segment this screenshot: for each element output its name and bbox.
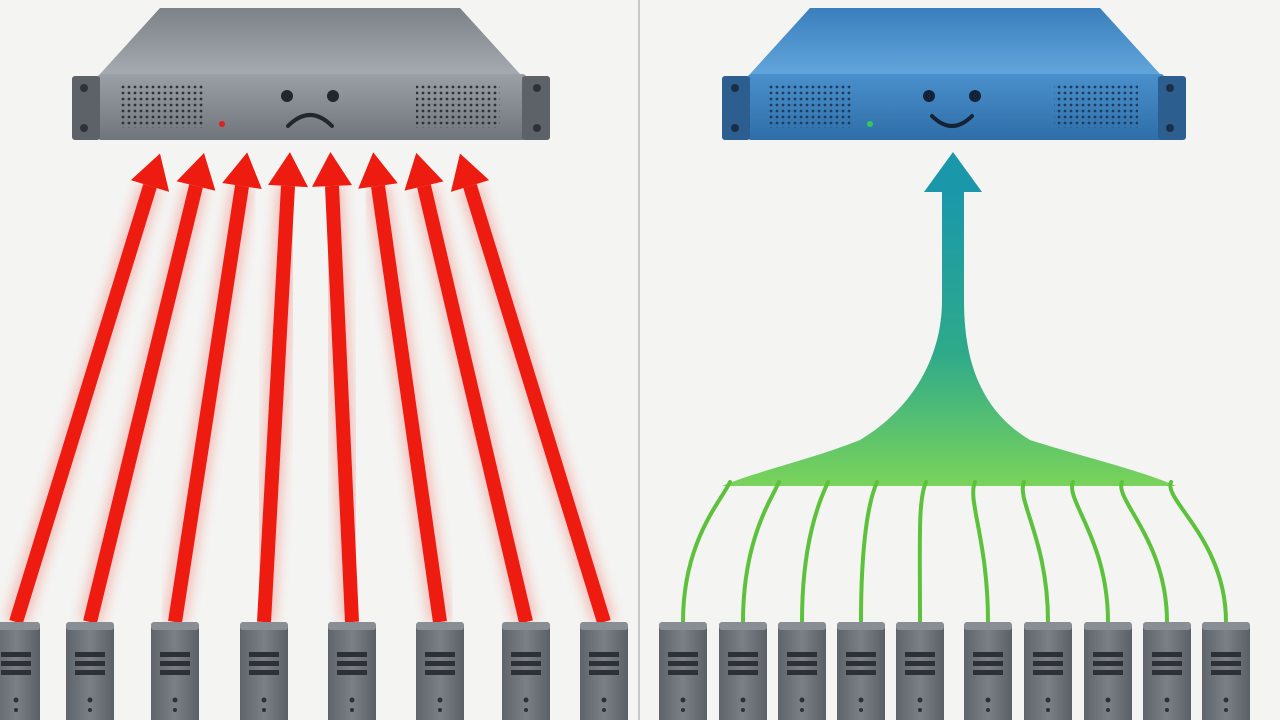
pool-cable [741, 480, 781, 624]
client-tower-icon [328, 622, 376, 720]
client-tower-icon [659, 622, 707, 720]
pool-cable [971, 480, 990, 624]
left-client-group [0, 622, 628, 720]
direct-connection-arrows [5, 152, 615, 626]
status-led [219, 121, 225, 127]
client-tower-icon [580, 622, 628, 720]
server-rack-icon [72, 8, 550, 140]
client-tower-icon [66, 622, 114, 720]
client-tower-icon [151, 622, 199, 720]
healthy-server [722, 8, 1186, 140]
direct-connection-arrow [404, 152, 537, 625]
pooled-connection-trunk [722, 152, 1176, 486]
server-rack-icon [722, 8, 1186, 140]
client-tower-icon [896, 622, 944, 720]
pool-cable [1070, 480, 1110, 624]
smile-face-icon [923, 90, 981, 128]
client-tower-icon [964, 622, 1012, 720]
pool-cable [800, 480, 830, 624]
client-tower-icon [1024, 622, 1072, 720]
pool-cable [917, 480, 928, 624]
status-led [867, 121, 873, 127]
client-tower-icon [240, 622, 288, 720]
direct-connection-arrow [312, 152, 363, 623]
direct-connection-arrow [450, 153, 615, 626]
client-tower-icon [719, 622, 767, 720]
direct-connection-arrow [358, 152, 451, 624]
direct-connection-arrow [79, 153, 216, 625]
pool-cable [1020, 480, 1050, 624]
client-tower-icon [1084, 622, 1132, 720]
direct-connection-arrow [5, 153, 170, 626]
client-tower-icon [1202, 622, 1250, 720]
pool-client-cables [681, 480, 1228, 624]
client-tower-icon [1143, 622, 1191, 720]
pool-cable [681, 480, 732, 624]
frown-face-icon [281, 90, 339, 128]
pool-trunk [722, 190, 1176, 486]
arrow-up-icon [924, 152, 982, 192]
client-tower-icon [778, 622, 826, 720]
overloaded-server [72, 8, 550, 140]
pool-cable [859, 480, 879, 624]
client-tower-icon [0, 622, 40, 720]
client-tower-icon [837, 622, 885, 720]
pool-cable [1168, 480, 1228, 624]
direct-connection-arrow [253, 152, 308, 623]
client-tower-icon [502, 622, 550, 720]
pool-cable [1119, 480, 1169, 624]
right-client-group [659, 622, 1250, 720]
client-tower-icon [416, 622, 464, 720]
direct-connection-arrow [164, 152, 262, 624]
